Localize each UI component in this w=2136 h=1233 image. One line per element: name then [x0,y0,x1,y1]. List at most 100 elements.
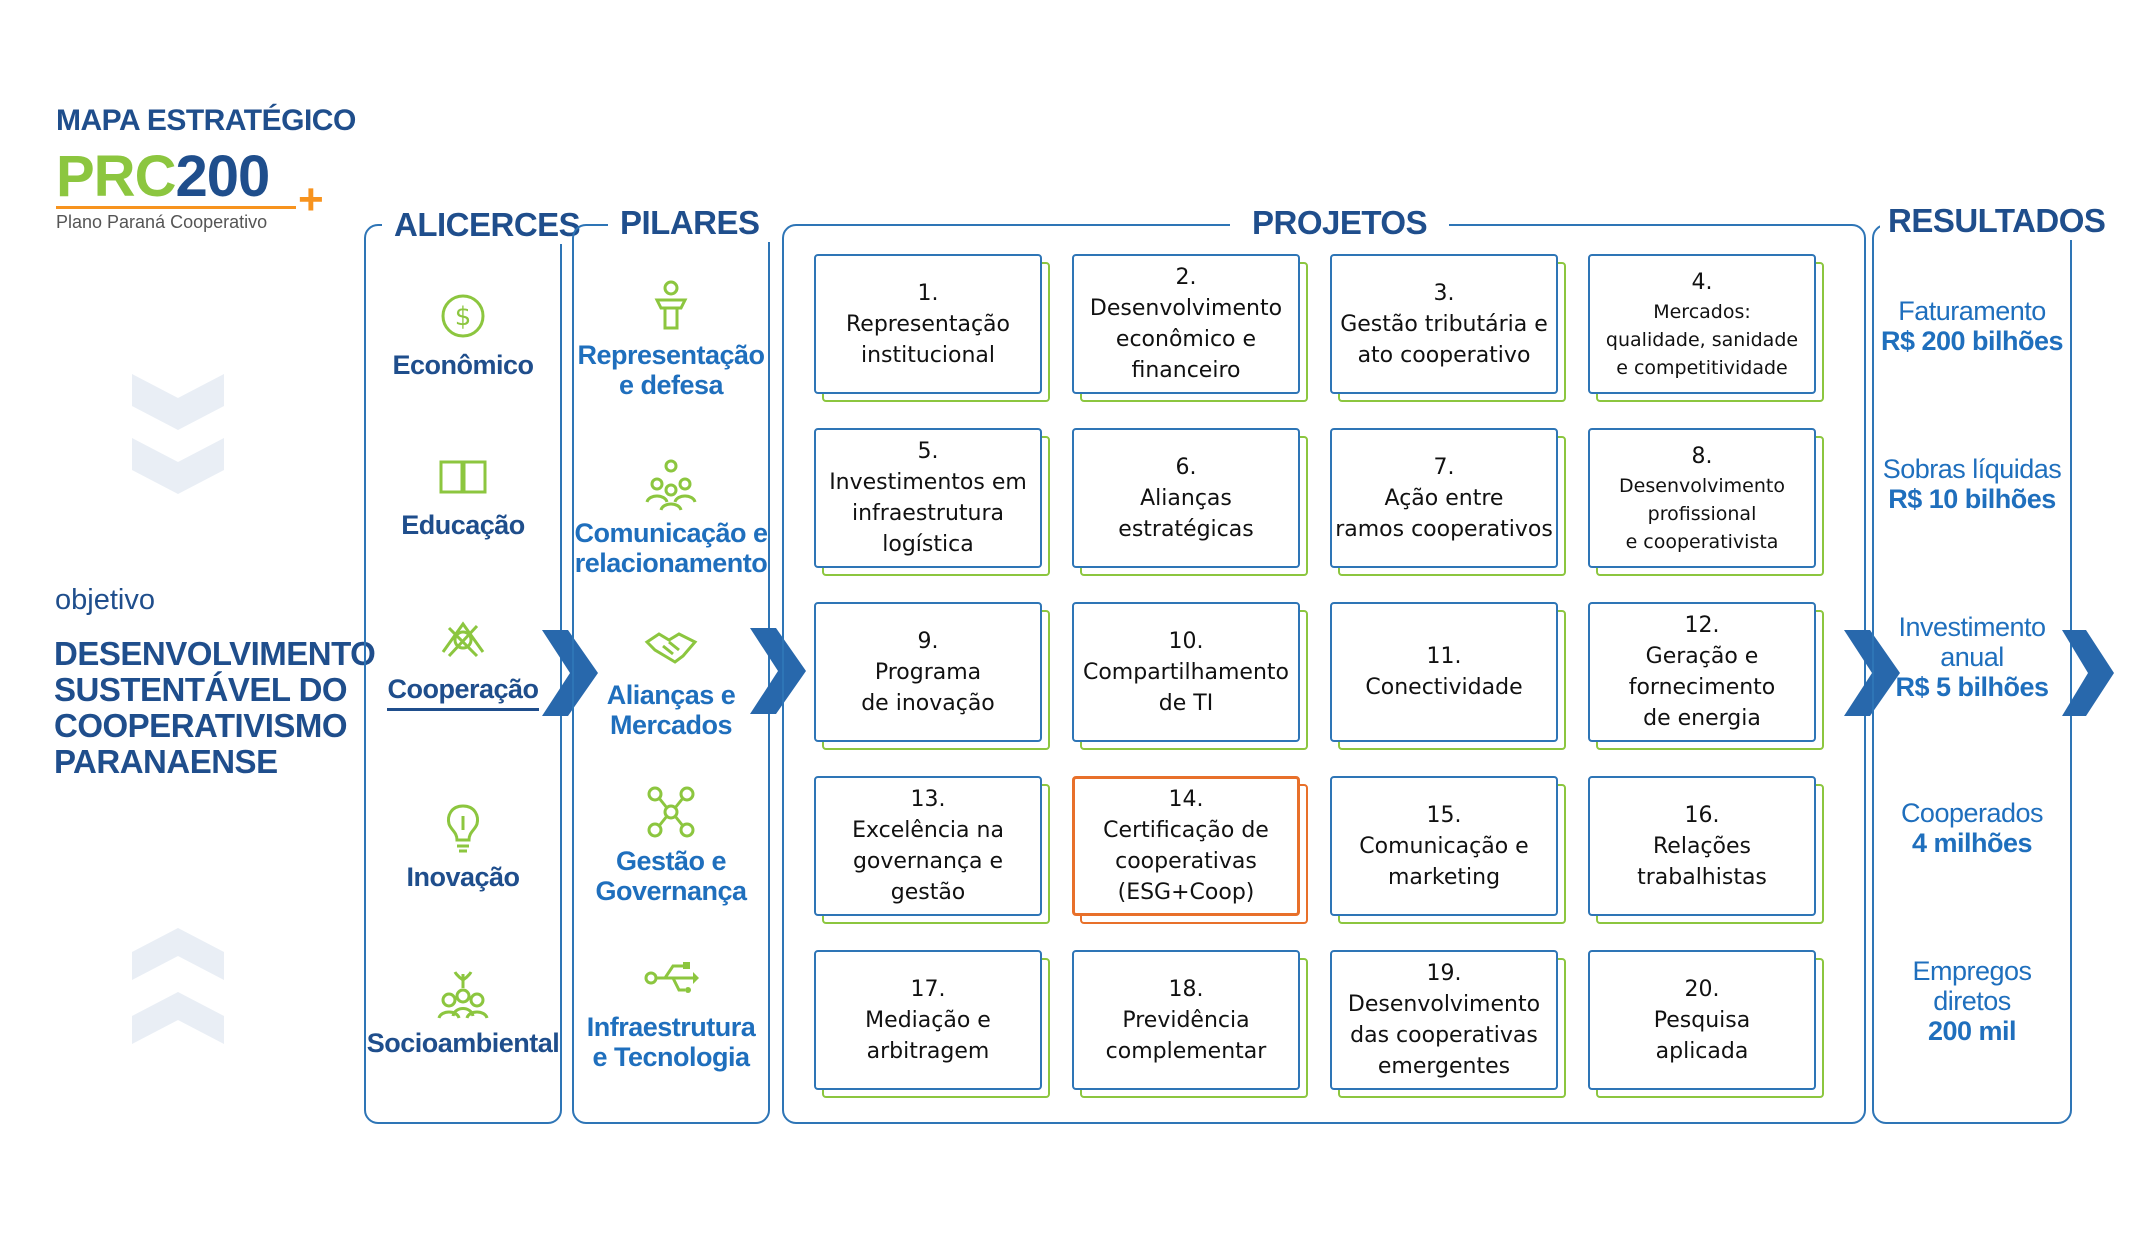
resultados-heading: RESULTADOS [1880,202,2114,240]
alicerce-label: Educação [401,510,525,540]
logo-subtitle: Plano Paraná Cooperativo [56,212,268,232]
card-blue-frame: 16.Relações trabalhistas [1588,776,1816,916]
project-number: 5. [917,439,939,464]
project-title: Relações trabalhistas [1637,833,1767,890]
result-value: R$ 200 bilhões [1880,326,2064,356]
project-card: 19.Desenvolvimento das cooperativas emer… [1330,950,1566,1098]
prc200-logo: PRC200 [56,148,270,206]
project-title: Comunicação e marketing [1359,833,1529,890]
alicerce-economico: $ Econômico [364,288,562,380]
alicerce-label: Econômico [392,350,534,380]
pilar-gestao: Gestão e Governança [572,784,770,906]
project-title: Investimentos em infraestrutura logístic… [829,470,1027,557]
pilar-label: Comunicação e relacionamento [574,518,768,578]
card-blue-frame: 2.Desenvolvimento econômico e financeiro [1072,254,1300,394]
result-item: Faturamento R$ 200 bilhões [1874,296,2070,356]
pilar-label: Alianças e Mercados [606,680,736,740]
result-value: R$ 5 bilhões [1895,672,2049,702]
logo-underline [56,206,296,209]
project-number: 18. [1168,976,1204,1002]
card-blue-frame: 14. Certificação de cooperativas (ESG+Coo… [1072,776,1300,916]
project-number: 17. [910,976,946,1002]
project-number: 4. [1691,269,1713,295]
alicerce-educacao: Educação [364,448,562,540]
project-title: Gestão tributária e ato cooperativo [1340,311,1548,368]
pilares-heading: PILARES [608,204,772,242]
pilar-representacao: Representação e defesa [572,278,770,400]
result-item: Investimento anual R$ 5 bilhões [1874,612,2070,702]
chevron-up-decor-icon [132,928,224,1044]
podium-icon [654,280,688,330]
alicerce-socioambiental: Socioambiental [364,966,562,1058]
project-number: 3. [1433,280,1455,306]
project-number: 6. [1175,454,1197,480]
objective-text: DESENVOLVIMENTO SUSTENTÁVEL DO COOPERATI… [54,635,376,780]
project-card: 4.Mercados: qualidade, sanidade e compet… [1588,254,1824,402]
pilar-comunicacao: Comunicação e relacionamento [572,456,770,578]
network-icon [647,786,695,838]
result-value: R$ 10 bilhões [1888,484,2056,514]
project-card: 17. Mediação e arbitragem [814,950,1050,1098]
card-blue-frame: 3. Gestão tributária e ato cooperativo [1330,254,1558,394]
project-card: 1.Representação institucional [814,254,1050,402]
card-blue-frame: 9. Programa de inovação [814,602,1042,742]
usb-icon [644,962,699,993]
project-number: 9. [917,628,939,654]
project-number: 19. [1426,961,1462,986]
project-title: Excelência na governança e gestão [852,818,1004,905]
result-value: 4 milhões [1911,828,2033,858]
result-label: Investimento anual [1898,612,2046,672]
project-number: 15. [1426,802,1462,828]
project-card: 12.Geração e fornecimento de energia [1588,602,1824,750]
pilar-label: Infraestrutura e Tecnologia [586,1012,756,1072]
project-card: 15. Comunicação e marketing [1330,776,1566,924]
project-number: 8. [1691,443,1713,469]
dollar-icon: $ [441,294,485,338]
alicerce-cooperacao: Cooperação [364,612,562,711]
project-number: 14. [1168,787,1204,812]
handshake-icon [644,632,698,664]
alicerce-label: Socioambiental [366,1028,560,1058]
logo-plus: + [298,175,324,224]
card-blue-frame: 8. Desenvolvimento profissional e coopera… [1588,428,1816,568]
card-blue-frame: 18.Previdência complementar [1072,950,1300,1090]
project-title: Certificação de cooperativas (ESG+Coop) [1103,818,1269,905]
project-number: 20. [1684,976,1720,1002]
project-card: 18.Previdência complementar [1072,950,1308,1098]
project-title: Ação entre ramos cooperativos [1335,485,1553,542]
pilar-label: Gestão e Governança [595,846,747,906]
book-icon [439,460,487,494]
result-label: Cooperados [1900,798,2044,828]
project-number: 7. [1433,454,1455,480]
project-card: 3. Gestão tributária e ato cooperativo [1330,254,1566,402]
result-item: Empregos diretos 200 mil [1874,956,2070,1046]
project-title: Desenvolvimento profissional e cooperati… [1619,474,1785,553]
project-card: 16.Relações trabalhistas [1588,776,1824,924]
project-title: Mediação e arbitragem [865,1007,991,1064]
card-blue-frame: 10.Compartilhamento de TI [1072,602,1300,742]
card-blue-frame: 1.Representação institucional [814,254,1042,394]
card-blue-frame: 4.Mercados: qualidade, sanidade e compet… [1588,254,1816,394]
pilar-label: Representação e defesa [577,340,765,400]
objective-label: objetivo [55,584,155,616]
project-number: 2. [1175,265,1197,290]
result-label: Sobras líquidas [1882,454,2062,484]
project-card: 13.Excelência na governança e gestão [814,776,1050,924]
svg-text:$: $ [455,302,472,332]
result-item: Sobras líquidas R$ 10 bilhões [1874,454,2070,514]
project-title: Programa de inovação [861,659,995,716]
project-title: Representação institucional [846,311,1010,368]
pilar-aliancas: Alianças e Mercados [572,618,770,740]
card-blue-frame: 19.Desenvolvimento das cooperativas emer… [1330,950,1558,1090]
result-item: Cooperados 4 milhões [1874,798,2070,858]
card-blue-frame: 6.Alianças estratégicas [1072,428,1300,568]
logo-prc-text: PRC [56,144,176,209]
card-blue-frame: 5. Investimentos em infraestrutura logíst… [814,428,1042,568]
chevron-right-icon [2062,630,2114,716]
card-blue-frame: 20.Pesquisa aplicada [1588,950,1816,1090]
lightbulb-icon [447,804,479,853]
map-title: MAPA ESTRATÉGICO [56,104,356,137]
project-number: 12. [1684,613,1720,638]
alicerce-label: Inovação [406,862,520,892]
alicerce-label: Cooperação [387,674,539,711]
